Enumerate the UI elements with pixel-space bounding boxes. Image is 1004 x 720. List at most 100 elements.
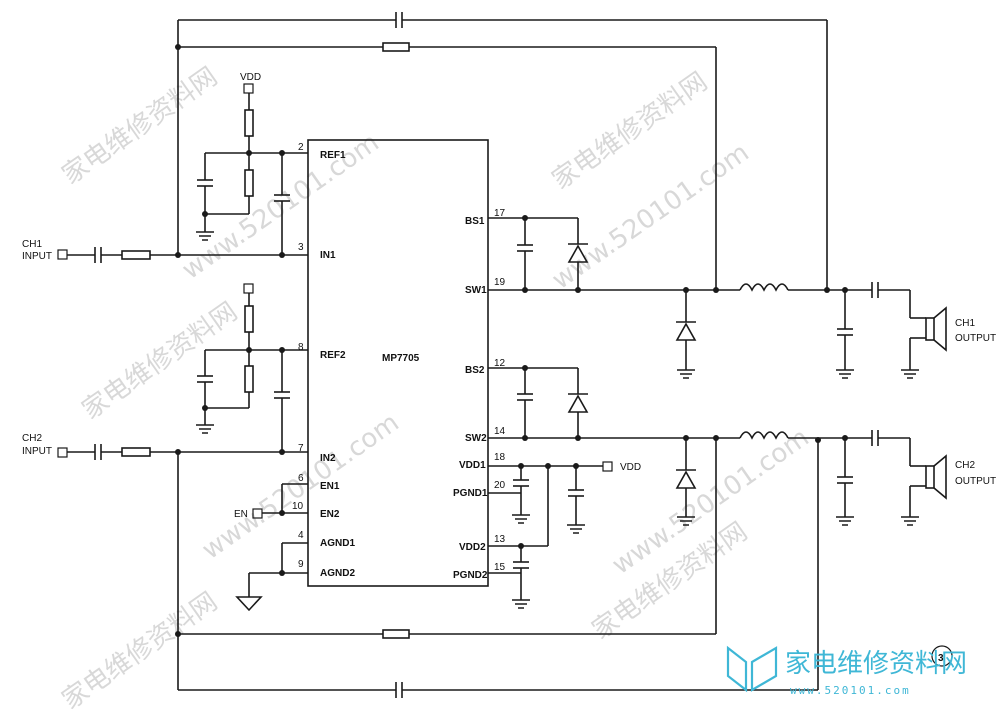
vdd-top-port	[243, 83, 254, 94]
pin-num-agnd1: 4	[298, 530, 304, 541]
pin-label-bs1: BS1	[465, 216, 485, 227]
ground-icon	[676, 369, 696, 379]
pin-label-sw2: SW2	[465, 433, 487, 444]
pin-label-sw1: SW1	[465, 285, 487, 296]
pin-num-sw1: 19	[494, 277, 506, 288]
pin-label-vdd2: VDD2	[459, 542, 486, 553]
pin-label-ref1: REF1	[320, 150, 346, 161]
bs2-capacitor	[516, 393, 534, 401]
watermark-cn: 家电维修资料网	[57, 62, 223, 191]
ch1-input-label-2: INPUT	[22, 251, 52, 262]
pin-num-in2: 7	[298, 443, 304, 454]
vdd1-decoupling-capacitor	[512, 479, 530, 487]
pin-label-in1: IN1	[320, 250, 336, 261]
en-port	[252, 508, 263, 519]
ic-name: MP7705	[382, 353, 420, 364]
pin-label-agnd2: AGND2	[320, 568, 355, 579]
ch2-input-label-1: CH2	[22, 433, 42, 444]
pin-num-bs1: 17	[494, 208, 506, 219]
pin-num-sw2: 14	[494, 426, 506, 437]
ch2-output-label-1: CH2	[955, 460, 975, 471]
bs1-capacitor	[516, 244, 534, 252]
ch2-input-label-2: INPUT	[22, 446, 52, 457]
ground-icon	[566, 524, 586, 534]
brand-book-icon	[726, 645, 748, 693]
ch2-input-network: CH2 INPUT	[22, 283, 819, 699]
ch1-output-stage: CH1 OUTPUT	[488, 215, 996, 379]
ref1-filter-capacitor	[196, 179, 214, 187]
pin-label-agnd1: AGND1	[320, 538, 355, 549]
figure-marker: 3	[931, 645, 953, 667]
ch1-feedback-resistor	[382, 42, 410, 52]
ch2-input-port	[57, 447, 68, 458]
agnd-ground-icon	[235, 596, 263, 612]
enable-and-agnd: EN	[234, 483, 308, 612]
pin-label-pgnd2: PGND2	[453, 570, 488, 581]
pin-num-bs2: 12	[494, 358, 506, 369]
ch1-output-label-2: OUTPUT	[955, 333, 996, 344]
ref2-in2-capacitor	[273, 391, 291, 399]
ch1-input-label-1: CH1	[22, 239, 42, 250]
pin-num-en1: 6	[298, 473, 304, 484]
power-supply-network: VDD	[488, 461, 641, 609]
ch2-speaker-icon	[925, 465, 935, 489]
ground-icon	[511, 599, 531, 609]
watermark-cn: 家电维修资料网	[77, 297, 243, 426]
ch2-output-stage: CH2 OUTPUT	[488, 365, 996, 526]
ground-icon	[900, 369, 920, 379]
ground-icon	[835, 369, 855, 379]
pin-num-pgnd2: 15	[494, 562, 506, 573]
ground-icon	[835, 516, 855, 526]
ch1-output-label-1: CH1	[955, 318, 975, 329]
pin-label-vdd1: VDD1	[459, 460, 486, 471]
ch1-input-resistor	[121, 250, 151, 260]
ground-icon	[511, 514, 531, 524]
ch1-input-port	[57, 249, 68, 260]
pin-label-en2: EN2	[320, 509, 340, 520]
pin-label-ref2: REF2	[320, 350, 346, 361]
ref1-upper-resistor	[244, 109, 254, 137]
pin-num-ref2: 8	[298, 342, 304, 353]
pins-right: BS1 17 SW1 19 BS2 12 SW2 14 VDD1 18 PGND…	[453, 208, 506, 581]
brand-name: 家电维修资料网	[785, 649, 967, 679]
pin-num-vdd2: 13	[494, 534, 506, 545]
ch2-output-filter-capacitor	[836, 476, 854, 484]
ch2-output-inductor	[739, 431, 789, 440]
ch2-input-resistor	[121, 447, 151, 457]
ch2-output-label-2: OUTPUT	[955, 476, 996, 487]
ch2-coupling-capacitor	[871, 429, 879, 447]
pin-num-vdd1: 18	[494, 452, 506, 463]
vdd-right-port	[602, 461, 613, 472]
bs2-diode	[567, 394, 589, 413]
watermark-url: www.520101.com	[197, 408, 405, 566]
pin-num-in1: 3	[298, 242, 304, 253]
ref1-lower-resistor	[244, 169, 254, 197]
ch1-feedback-capacitor	[395, 11, 403, 29]
brand-logo: 家电维修资料网 www.520101.com	[726, 645, 967, 697]
ref2-filter-capacitor	[196, 375, 214, 383]
ch2-input-capacitor	[94, 443, 102, 461]
vdd-top-label: VDD	[240, 72, 261, 83]
pin-label-pgnd1: PGND1	[453, 488, 488, 499]
figure-marker-number: 3	[938, 653, 944, 664]
ch1-coupling-capacitor	[871, 281, 879, 299]
pin-num-en2: 10	[292, 501, 304, 512]
pin-label-in2: IN2	[320, 453, 336, 464]
ic-body	[307, 139, 489, 587]
ref2-lower-resistor	[244, 365, 254, 393]
en-label: EN	[234, 509, 248, 520]
ch1-output-inductor	[739, 283, 789, 292]
ref2-upper-resistor	[244, 305, 254, 333]
ch1-input-network: CH1 INPUT VDD	[22, 11, 828, 292]
watermark-layer: 家电维修资料网 家电维修资料网 家电维修资料网 家电维修资料网 家电维修资料网 …	[57, 62, 815, 716]
pin-label-en1: EN1	[320, 481, 340, 492]
pin-num-agnd2: 9	[298, 559, 304, 570]
sw1-catch-diode	[675, 322, 697, 341]
pins-left: REF1 2 IN1 3 REF2 8 IN2 7 EN1 6 EN2 10 A…	[292, 142, 355, 579]
ref2-supply-port	[243, 283, 254, 294]
watermark-cn: 家电维修资料网	[57, 587, 223, 716]
ch2-feedback-capacitor	[395, 681, 403, 699]
pin-label-bs2: BS2	[465, 365, 485, 376]
ch2-feedback-resistor	[382, 629, 410, 639]
